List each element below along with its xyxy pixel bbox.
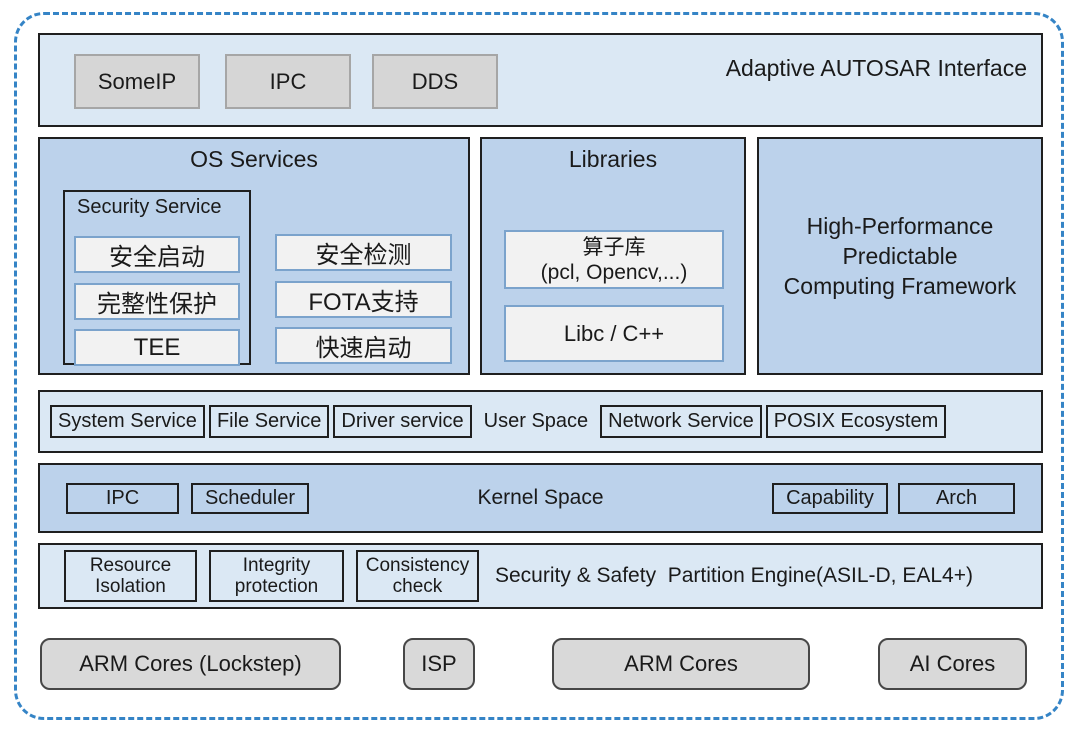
layer-kernel-space: IPC Scheduler Kernel Space Capability Ar… bbox=[38, 463, 1043, 533]
layer-adaptive-autosar-interface: SomeIP IPC DDS Adaptive AUTOSAR Interfac… bbox=[38, 33, 1043, 127]
security-detection-box: 安全检测 bbox=[275, 234, 452, 271]
security-service-title: Security Service bbox=[77, 196, 222, 218]
fota-support-box: FOTA支持 bbox=[275, 281, 452, 318]
computing-framework-block: High-Performance Predictable Computing F… bbox=[757, 137, 1043, 375]
fast-boot-box: 快速启动 bbox=[275, 327, 452, 364]
isp-block: ISP bbox=[403, 638, 475, 690]
adaptive-autosar-interface-title: Adaptive AUTOSAR Interface bbox=[725, 55, 1027, 81]
network-service-box: Network Service bbox=[600, 405, 762, 438]
os-services-block: OS Services Security Service 安全启动 完整性保护 … bbox=[38, 137, 470, 375]
kernel-space-label: Kernel Space bbox=[477, 486, 604, 509]
computing-framework-title: High-Performance Predictable Computing F… bbox=[783, 213, 1017, 299]
operator-library-box: 算子库 (pcl, Opencv,...) bbox=[504, 230, 724, 289]
kernel-ipc-box: IPC bbox=[66, 482, 179, 514]
layer-user-space: System Service File Service Driver servi… bbox=[38, 390, 1043, 453]
partition-engine-label: Security & Safety Partition Engine(ASIL-… bbox=[495, 564, 973, 587]
driver-service-box: Driver service bbox=[333, 405, 472, 438]
integrity-protect-box: 完整性保护 bbox=[74, 283, 240, 320]
capability-box: Capability bbox=[772, 482, 888, 514]
dds-block: DDS bbox=[372, 54, 498, 109]
libc-cpp-box: Libc / C++ bbox=[504, 305, 724, 362]
layer-partition-engine: Resource Isolation Integrity protection … bbox=[38, 543, 1043, 609]
consistency-check-box: Consistency check bbox=[356, 550, 479, 602]
posix-ecosystem-box: POSIX Ecosystem bbox=[765, 405, 947, 438]
user-space-label: User Space bbox=[483, 410, 589, 432]
ai-cores-block: AI Cores bbox=[878, 638, 1027, 690]
libraries-block: Libraries 算子库 (pcl, Opencv,...) Libc / C… bbox=[480, 137, 746, 375]
arm-cores-block: ARM Cores bbox=[552, 638, 810, 690]
someip-block: SomeIP bbox=[74, 54, 200, 109]
os-services-title: OS Services bbox=[190, 146, 318, 172]
resource-isolation-box: Resource Isolation bbox=[64, 550, 197, 602]
arm-cores-lockstep-block: ARM Cores (Lockstep) bbox=[40, 638, 341, 690]
partition-integrity-protection-box: Integrity protection bbox=[209, 550, 344, 602]
system-service-box: System Service bbox=[50, 405, 205, 438]
scheduler-box: Scheduler bbox=[191, 482, 309, 514]
secure-boot-box: 安全启动 bbox=[74, 236, 240, 273]
libraries-title: Libraries bbox=[568, 146, 658, 172]
tee-box: TEE bbox=[74, 329, 240, 366]
security-service-group: Security Service 安全启动 完整性保护 TEE bbox=[63, 190, 251, 366]
ipc-block: IPC bbox=[225, 54, 351, 109]
dashed-border-frame bbox=[14, 12, 1064, 720]
file-service-box: File Service bbox=[208, 405, 330, 438]
arch-box: Arch bbox=[898, 482, 1015, 514]
